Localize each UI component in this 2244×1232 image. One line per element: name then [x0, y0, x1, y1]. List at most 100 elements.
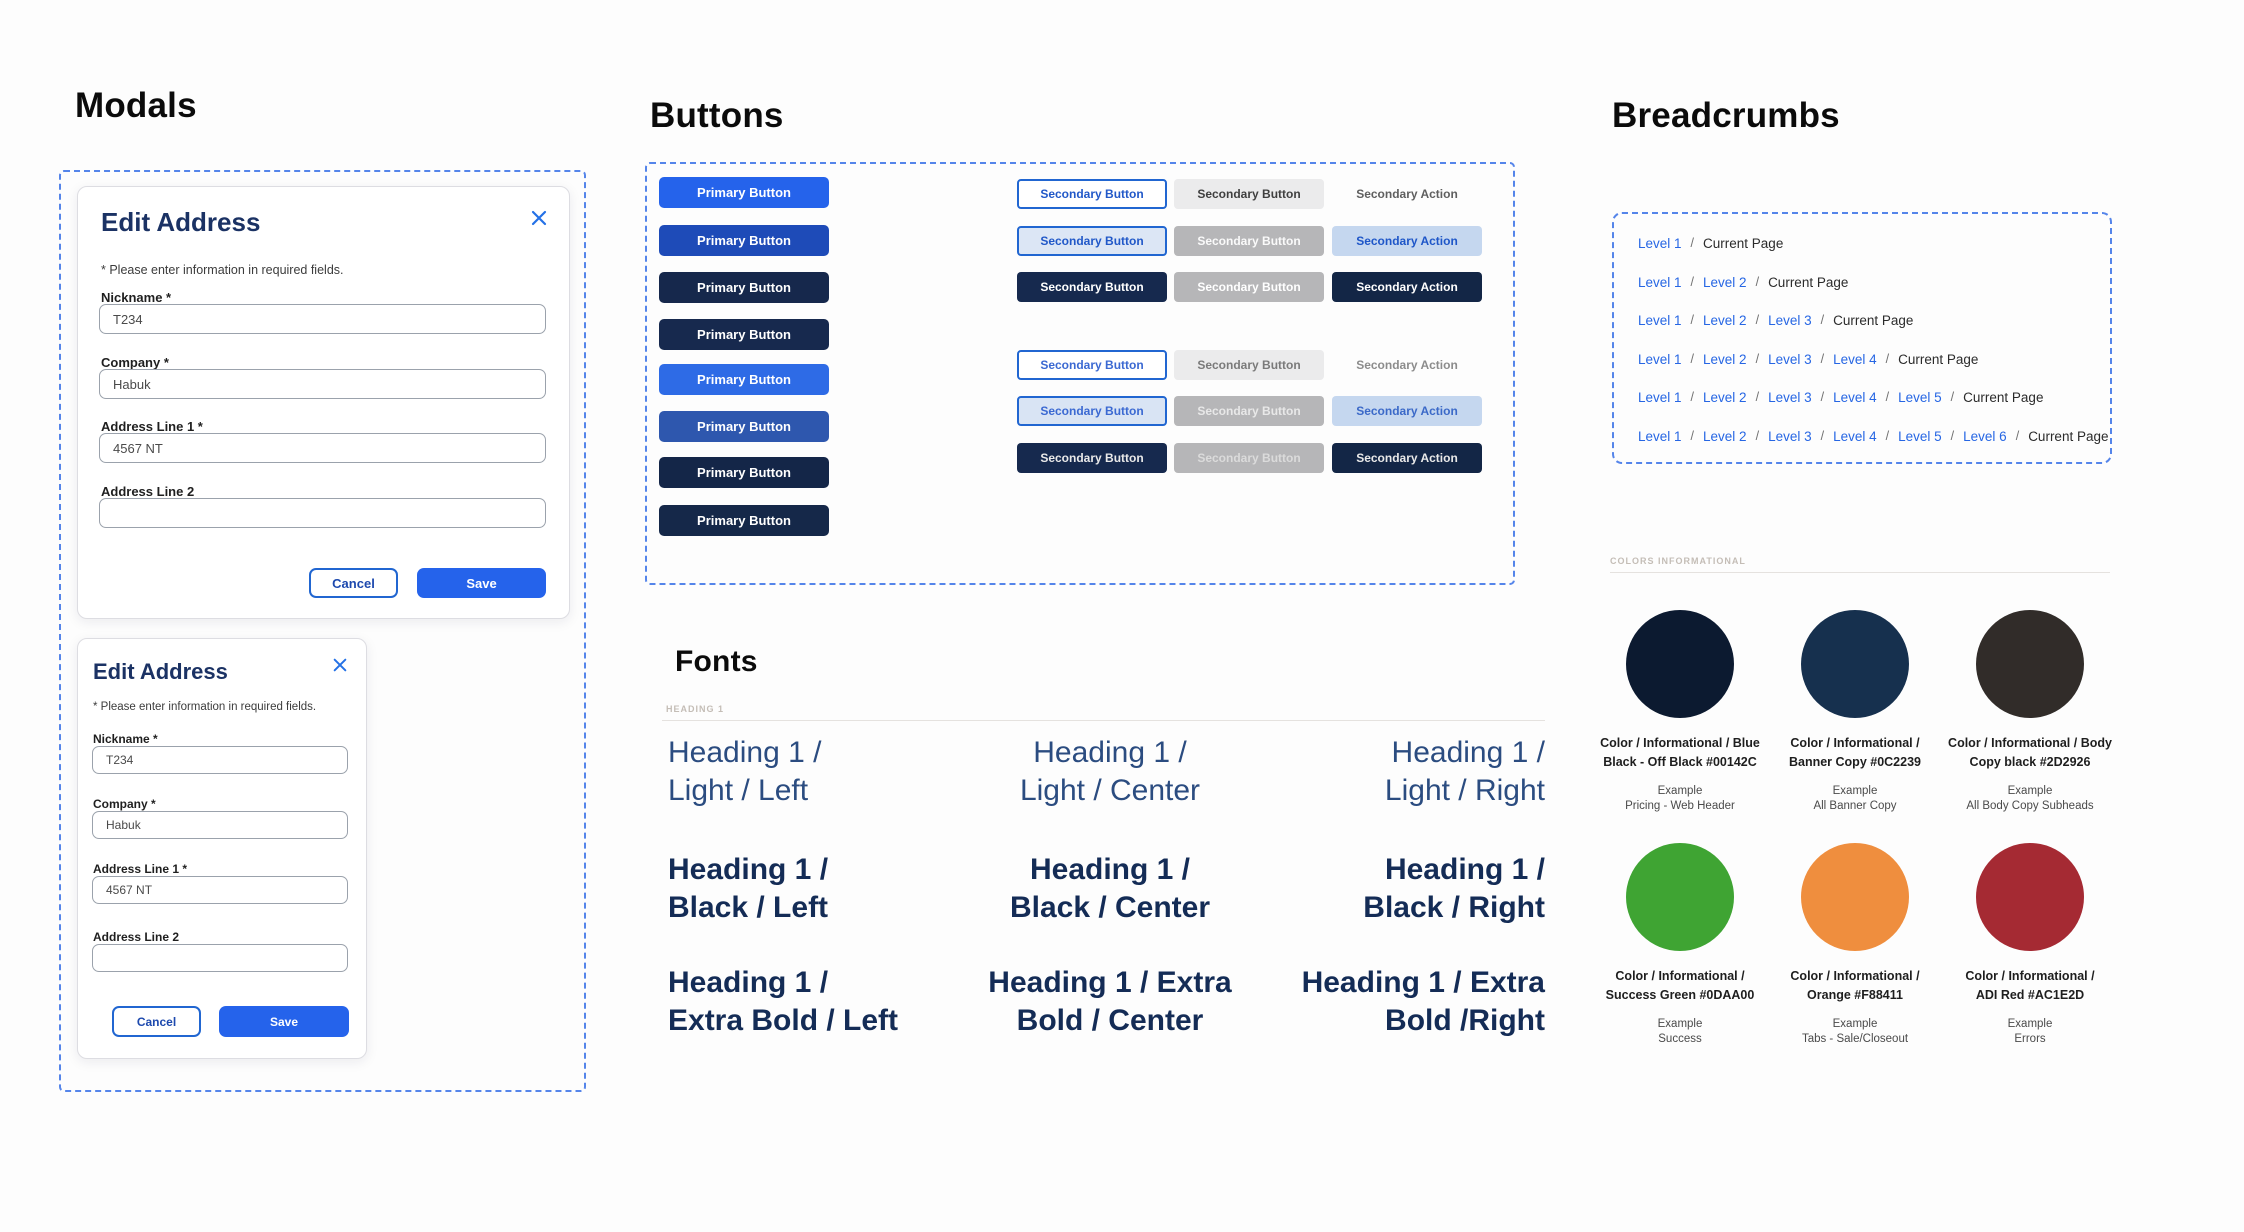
font-specimen: Heading 1 / Light / Right — [1118, 734, 1545, 810]
secondary-action-button[interactable]: Secondary Action — [1332, 443, 1482, 473]
breadcrumb-link[interactable]: Level 5 — [1898, 428, 1942, 444]
breadcrumb-link[interactable]: Level 3 — [1768, 428, 1812, 444]
modal-title: Edit Address — [93, 659, 228, 684]
secondary-action-button[interactable]: Secondary Action — [1332, 226, 1482, 256]
cancel-button[interactable]: Cancel — [309, 568, 398, 598]
secondary-button[interactable]: Secondary Button — [1017, 226, 1167, 256]
specimen-line: Heading 1 / — [1384, 853, 1545, 886]
breadcrumb-separator: / — [1690, 236, 1695, 250]
color-swatch: Color / Informational / Body Copy black … — [1930, 610, 2130, 812]
breadcrumb-link[interactable]: Level 2 — [1703, 274, 1747, 290]
fonts-section-title: Fonts — [675, 645, 758, 678]
company-label: Company * — [101, 355, 169, 370]
secondary-button[interactable]: Secondary Button — [1017, 179, 1167, 209]
required-fields-note: * Please enter information in required f… — [101, 263, 344, 277]
nickname-input[interactable] — [99, 304, 546, 334]
address-line-2-input[interactable] — [92, 944, 348, 972]
secondary-button[interactable]: Secondary Button — [1174, 396, 1324, 426]
color-swatch: Color / Informational / ADI Red #AC1E2D … — [1930, 843, 2130, 1045]
colors-divider — [1610, 572, 2110, 573]
specimen-line: Light / Left — [668, 774, 809, 807]
specimen-line: Black / Center — [1009, 891, 1211, 924]
address-line-1-input[interactable] — [92, 876, 348, 904]
color-circle — [1801, 843, 1909, 951]
breadcrumb-link[interactable]: Level 1 — [1638, 389, 1682, 405]
breadcrumb-link[interactable]: Level 2 — [1703, 389, 1747, 405]
secondary-action-button[interactable]: Secondary Action — [1332, 396, 1482, 426]
color-label-line: Color / Informational / — [1615, 969, 1745, 983]
breadcrumb-link[interactable]: Level 2 — [1703, 351, 1747, 367]
save-button[interactable]: Save — [417, 568, 546, 598]
breadcrumb-current: Current Page — [1768, 274, 1849, 290]
breadcrumb-link[interactable]: Level 3 — [1768, 389, 1812, 405]
modals-dashed-container — [59, 170, 586, 1092]
address-line-1-input[interactable] — [99, 433, 546, 463]
company-input[interactable] — [99, 369, 546, 399]
breadcrumb-current: Current Page — [2028, 428, 2109, 444]
breadcrumb-separator: / — [1690, 275, 1695, 289]
primary-button[interactable]: Primary Button — [659, 177, 829, 208]
secondary-button[interactable]: Secondary Button — [1174, 226, 1324, 256]
breadcrumb-link[interactable]: Level 1 — [1638, 235, 1682, 251]
color-circle — [1626, 610, 1734, 718]
breadcrumb-link[interactable]: Level 3 — [1768, 312, 1812, 328]
breadcrumb-link[interactable]: Level 4 — [1833, 428, 1877, 444]
secondary-button[interactable]: Secondary Button — [1174, 179, 1324, 209]
breadcrumb-link[interactable]: Level 1 — [1638, 428, 1682, 444]
breadcrumb-separator: / — [1690, 429, 1695, 443]
breadcrumb-link[interactable]: Level 6 — [1963, 428, 2007, 444]
company-input[interactable] — [92, 811, 348, 839]
secondary-button[interactable]: Secondary Button — [1017, 396, 1167, 426]
nickname-input[interactable] — [92, 746, 348, 774]
specimen-line: Heading 1 / Extra — [1301, 966, 1545, 999]
primary-button[interactable]: Primary Button — [659, 272, 829, 303]
secondary-button[interactable]: Secondary Button — [1174, 443, 1324, 473]
example-text: Success — [1658, 1033, 1702, 1045]
save-button[interactable]: Save — [219, 1006, 349, 1037]
secondary-button[interactable]: Secondary Button — [1017, 350, 1167, 380]
secondary-action-button[interactable]: Secondary Action — [1332, 350, 1482, 380]
primary-button[interactable]: Primary Button — [659, 457, 829, 488]
color-label-line: Color / Informational / — [1790, 736, 1920, 750]
breadcrumb-current: Current Page — [1703, 235, 1784, 251]
font-specimen: Heading 1 / Extra Bold /Right — [1118, 964, 1545, 1040]
color-circle — [1801, 610, 1909, 718]
breadcrumb-link[interactable]: Level 1 — [1638, 351, 1682, 367]
breadcrumb-link[interactable]: Level 4 — [1833, 351, 1877, 367]
secondary-action-button[interactable]: Secondary Action — [1332, 272, 1482, 302]
secondary-button[interactable]: Secondary Button — [1174, 272, 1324, 302]
breadcrumb-link[interactable]: Level 4 — [1833, 389, 1877, 405]
font-specimen: Heading 1 / Black / Left — [668, 851, 1098, 927]
color-label-line: Orange #F88411 — [1807, 988, 1903, 1002]
specimen-line: Heading 1 / — [668, 853, 829, 886]
breadcrumb-link[interactable]: Level 3 — [1768, 351, 1812, 367]
secondary-button[interactable]: Secondary Button — [1174, 350, 1324, 380]
secondary-button[interactable]: Secondary Button — [1017, 443, 1167, 473]
breadcrumb-separator: / — [1885, 429, 1890, 443]
primary-button[interactable]: Primary Button — [659, 505, 829, 536]
close-icon[interactable] — [530, 209, 548, 227]
specimen-line: Heading 1 / — [1391, 736, 1545, 769]
breadcrumb-link[interactable]: Level 2 — [1703, 312, 1747, 328]
primary-button[interactable]: Primary Button — [659, 225, 829, 256]
breadcrumb-separator: / — [1690, 390, 1695, 404]
specimen-line: Heading 1 / — [668, 736, 822, 769]
breadcrumb-separator: / — [1820, 352, 1825, 366]
cancel-button[interactable]: Cancel — [112, 1006, 201, 1037]
color-label-line: Success Green #0DAA00 — [1605, 988, 1755, 1002]
secondary-action-button[interactable]: Secondary Action — [1332, 179, 1482, 209]
primary-button[interactable]: Primary Button — [659, 364, 829, 395]
specimen-line: Bold /Right — [1385, 1004, 1545, 1037]
primary-button[interactable]: Primary Button — [659, 319, 829, 350]
breadcrumb-link[interactable]: Level 5 — [1898, 389, 1942, 405]
breadcrumb-link[interactable]: Level 2 — [1703, 428, 1747, 444]
address-line-2-input[interactable] — [99, 498, 546, 528]
primary-button[interactable]: Primary Button — [659, 411, 829, 442]
secondary-button[interactable]: Secondary Button — [1017, 272, 1167, 302]
breadcrumb-link[interactable]: Level 1 — [1638, 312, 1682, 328]
breadcrumb-current: Current Page — [1898, 351, 1979, 367]
close-icon[interactable] — [332, 657, 348, 673]
breadcrumb-link[interactable]: Level 1 — [1638, 274, 1682, 290]
example-label: Example — [1657, 1018, 1703, 1030]
breadcrumb: Level 1 / Level 2 / Level 3 / Current Pa… — [1638, 311, 1913, 329]
